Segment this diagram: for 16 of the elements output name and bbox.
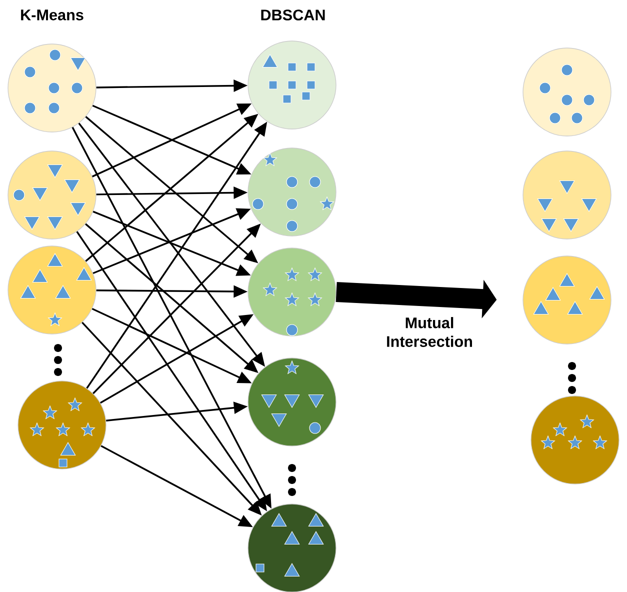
cluster-circle (522, 256, 612, 344)
cluster-circle (530, 396, 620, 484)
edge-label: Mutual Intersection (387, 317, 472, 347)
cluster-circle (248, 358, 336, 446)
column-heading: K-Means (21, 10, 84, 20)
cluster-circle (522, 150, 612, 240)
cluster-circle (248, 148, 336, 236)
cluster-circle (522, 48, 612, 136)
cluster-circle (8, 246, 96, 334)
cluster-circle (8, 44, 96, 132)
cluster-circle (248, 40, 336, 130)
cluster-circle (18, 380, 106, 470)
column-heading: DBSCAN (261, 10, 325, 20)
cluster-circle (248, 504, 336, 592)
cluster-circle (8, 150, 96, 240)
cluster-circle (248, 248, 336, 336)
